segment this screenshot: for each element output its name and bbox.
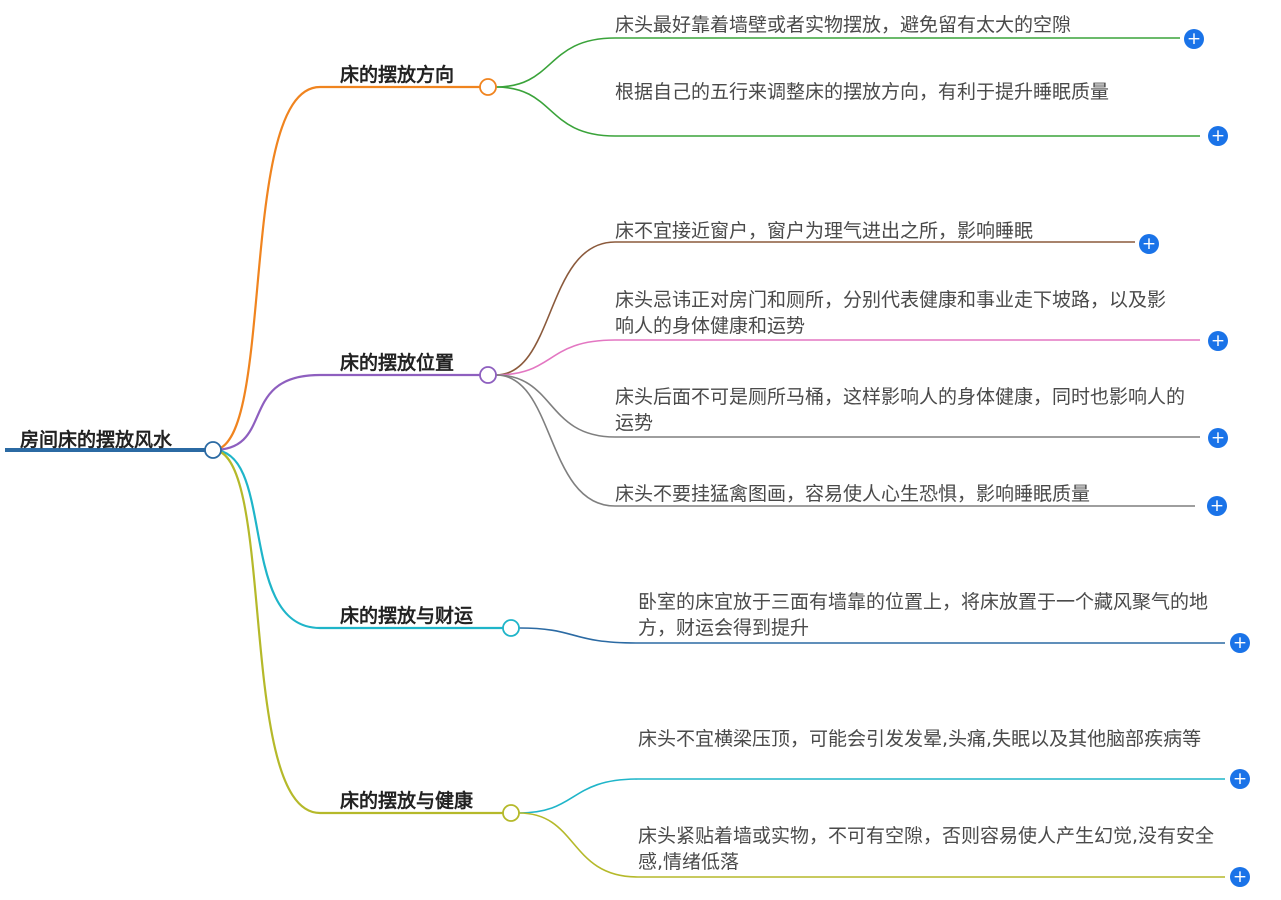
- leaf-connector: [518, 778, 639, 814]
- root-toggle[interactable]: [204, 441, 222, 459]
- expand-plus-icon[interactable]: +: [1208, 428, 1228, 448]
- expand-plus-icon[interactable]: +: [1208, 331, 1228, 351]
- expand-plus-icon[interactable]: +: [1139, 234, 1159, 254]
- leaf-connector: [495, 241, 616, 376]
- branch-topic: 床的摆放位置: [340, 352, 455, 374]
- expand-plus-icon[interactable]: +: [1230, 867, 1250, 887]
- leaf-topic: 床不宜接近窗户，窗户为理气进出之所，影响睡眠: [615, 220, 1034, 242]
- leaf-topic: 床头紧贴着墙或实物，不可有空隙，否则容易使人产生幻觉,没有安全感,情绪低落: [638, 825, 1215, 873]
- branch-connector: [212, 85, 321, 452]
- leaf-connector: [495, 339, 616, 376]
- leaf-topic: 根据自己的五行来调整床的摆放方向，有利于提升睡眠质量: [615, 81, 1110, 103]
- branch-connector: [212, 448, 321, 630]
- leaf-topic: 床头不要挂猛禽图画，容易使人心生恐惧，影响睡眠质量: [615, 483, 1091, 505]
- branch-topic: 床的摆放与健康: [340, 790, 474, 812]
- expand-plus-icon[interactable]: +: [1230, 769, 1250, 789]
- branch-toggle[interactable]: [479, 78, 497, 96]
- leaf-topic: 床头后面不可是厕所马桶，这样影响人的身体健康，同时也影响人的运势: [615, 386, 1186, 434]
- leaf-connector: [518, 812, 639, 878]
- expand-plus-icon[interactable]: +: [1207, 496, 1227, 516]
- leaf-topic: 床头不宜横梁压顶，可能会引发发晕,头痛,失眠以及其他脑部疾病等: [638, 728, 1202, 750]
- leaf-connector: [518, 627, 639, 644]
- branch-topic: 床的摆放方向: [340, 64, 455, 86]
- leaf-topic: 床头忌讳正对房门和厕所，分别代表健康和事业走下坡路，以及影响人的身体健康和运势: [615, 289, 1167, 337]
- expand-plus-icon[interactable]: +: [1208, 126, 1228, 146]
- expand-plus-icon[interactable]: +: [1184, 29, 1204, 49]
- branch-toggle[interactable]: [502, 619, 520, 637]
- branch-connector: [212, 448, 321, 815]
- root-topic: 房间床的摆放风水: [20, 429, 173, 451]
- leaf-topic: 卧室的床宜放于三面有墙靠的位置上，将床放置于一个藏风聚气的地方，财运会得到提升: [638, 591, 1209, 639]
- branch-topic: 床的摆放与财运: [340, 605, 474, 627]
- branch-toggle[interactable]: [479, 366, 497, 384]
- leaf-topic: 床头最好靠着墙壁或者实物摆放，避免留有太大的空隙: [615, 14, 1072, 36]
- leaf-connector: [495, 374, 616, 438]
- leaf-connector: [495, 374, 616, 507]
- branch-connector: [212, 373, 321, 452]
- leaf-connector: [495, 86, 616, 137]
- branch-toggle[interactable]: [502, 804, 520, 822]
- leaf-connector: [495, 37, 616, 88]
- expand-plus-icon[interactable]: +: [1230, 633, 1250, 653]
